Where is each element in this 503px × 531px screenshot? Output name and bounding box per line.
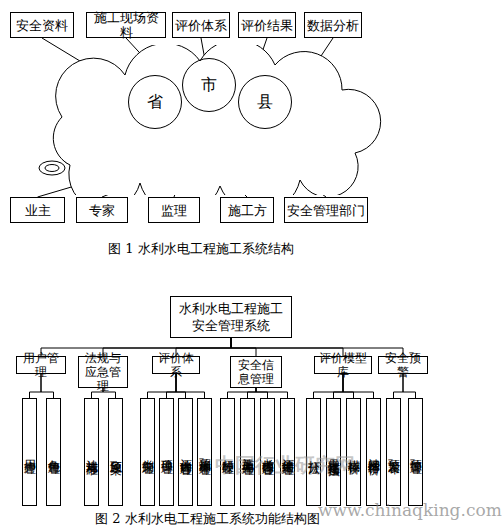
module-box: 用户管理 — [16, 356, 66, 374]
connector-line — [228, 388, 257, 398]
cloud-outline — [53, 45, 380, 195]
node-text: 数据分析 — [307, 18, 359, 33]
level-circle: 县 — [238, 75, 292, 129]
function-box: 预警管理 — [408, 398, 423, 506]
node-text: 评价结果 — [241, 18, 293, 33]
connector-line — [248, 388, 257, 398]
function-box: 法规与标准 — [84, 398, 99, 506]
node-text: 施工方 — [228, 203, 267, 218]
connector-line — [256, 388, 268, 398]
node-text: 评价体系 — [155, 351, 197, 379]
data-box: 评价体系 — [172, 12, 230, 38]
node-text: 打分法 — [307, 451, 320, 454]
module-box: 安全预警 — [378, 356, 428, 374]
thought-bubble — [39, 161, 65, 175]
role-box: 施工方 — [220, 197, 274, 223]
node-text: 施工现场资料 — [89, 10, 163, 40]
thought-bubble — [45, 165, 59, 172]
function-box: 用户管理 — [22, 398, 37, 506]
role-box: 专家 — [76, 197, 128, 223]
function-box: 神经网络评价 — [366, 398, 381, 506]
system-cloud: 省市县 — [30, 45, 382, 195]
function-box: 应急预案 — [108, 398, 123, 506]
node-text: 专家 — [89, 203, 115, 218]
node-text: 水利水电工程施工 安全管理系统 — [177, 300, 285, 334]
connector-line — [256, 388, 288, 398]
level-circle: 市 — [182, 58, 236, 112]
node-text: 安全管理部门 — [287, 203, 365, 218]
node-text: 预测样本管理 — [198, 449, 211, 455]
function-box: 评价内容管理 — [178, 398, 193, 506]
role-box: 监理 — [148, 197, 200, 223]
node-text: 评价内容管理 — [179, 449, 192, 455]
node-text: 预警管理 — [409, 450, 422, 454]
node-text: 神经网络评价 — [367, 449, 380, 455]
figure-caption: 图 1 水利水电工程施工系统结构 — [108, 240, 294, 258]
node-text: 评价结果管理 — [281, 449, 294, 455]
node-text: 监理 — [161, 203, 187, 218]
data-box: 数据分析 — [304, 12, 362, 38]
watermark: 中国行业研究网 — [215, 452, 355, 479]
connector-line — [231, 338, 256, 356]
function-box: 预警发布 — [386, 398, 401, 506]
figure-caption: 图 2 水利水电工程施工系统功能结构图 — [95, 510, 320, 528]
cloud-outline — [30, 45, 382, 195]
level-circle: 省 — [128, 75, 182, 129]
node-text: 安全预警 — [381, 351, 425, 379]
node-text: 评价体系 — [175, 18, 227, 33]
node-text: 定量定性结合法 — [327, 449, 340, 456]
connector-line — [41, 338, 231, 356]
function-box: 项目管理 — [159, 398, 174, 506]
module-box: 安全信息管理 — [230, 356, 282, 388]
connector-line — [231, 338, 403, 356]
function-box: 施工单元管理 — [240, 398, 255, 506]
node-text: 用户管理 — [19, 351, 63, 379]
function-box: 角色管理 — [46, 398, 61, 506]
node-text: 用户管理 — [23, 450, 36, 454]
data-box: 评价结果 — [238, 12, 296, 38]
function-box: 预测样本管理 — [197, 398, 212, 506]
module-box: 法规与应急管理 — [78, 356, 128, 388]
function-box: 模糊评价 — [346, 398, 361, 506]
module-box: 评价体系 — [152, 356, 200, 374]
node-text: 安全信息管理 — [233, 358, 279, 386]
node-text: 法规与应急管理 — [81, 351, 125, 393]
node-text: 应急预案 — [109, 450, 122, 454]
role-box: 安全管理部门 — [284, 197, 368, 223]
watermark: www.chinaqking.com — [318, 500, 502, 520]
node-text: 县 — [257, 92, 273, 113]
function-box: 类别管理 — [140, 398, 155, 506]
node-text: 模糊评价 — [347, 450, 360, 454]
data-box: 施工现场资料 — [86, 12, 166, 38]
node-text: 省 — [147, 92, 163, 113]
node-text: 评价模型库 — [317, 351, 369, 379]
function-box: 考核内容管理 — [260, 398, 275, 506]
node-text: 角色管理 — [47, 450, 60, 454]
node-text: 市 — [201, 75, 217, 96]
node-text: 安全资料 — [16, 18, 68, 33]
node-text: 业主 — [25, 203, 51, 218]
node-text: 标段管理 — [221, 450, 234, 454]
function-box: 定量定性结合法 — [326, 398, 341, 506]
data-box: 安全资料 — [10, 12, 74, 38]
root-box: 水利水电工程施工 安全管理系统 — [170, 296, 292, 338]
node-text: 法规与标准 — [85, 450, 98, 455]
node-text: 类别管理 — [141, 450, 154, 454]
function-box: 打分法 — [306, 398, 321, 506]
module-box: 评价模型库 — [314, 356, 372, 374]
function-box: 评价结果管理 — [280, 398, 295, 506]
role-box: 业主 — [10, 197, 65, 223]
node-text: 施工单元管理 — [241, 449, 254, 455]
node-text: 项目管理 — [160, 450, 173, 454]
node-text: 考核内容管理 — [261, 449, 274, 455]
function-box: 标段管理 — [220, 398, 235, 506]
node-text: 预警发布 — [387, 450, 400, 454]
